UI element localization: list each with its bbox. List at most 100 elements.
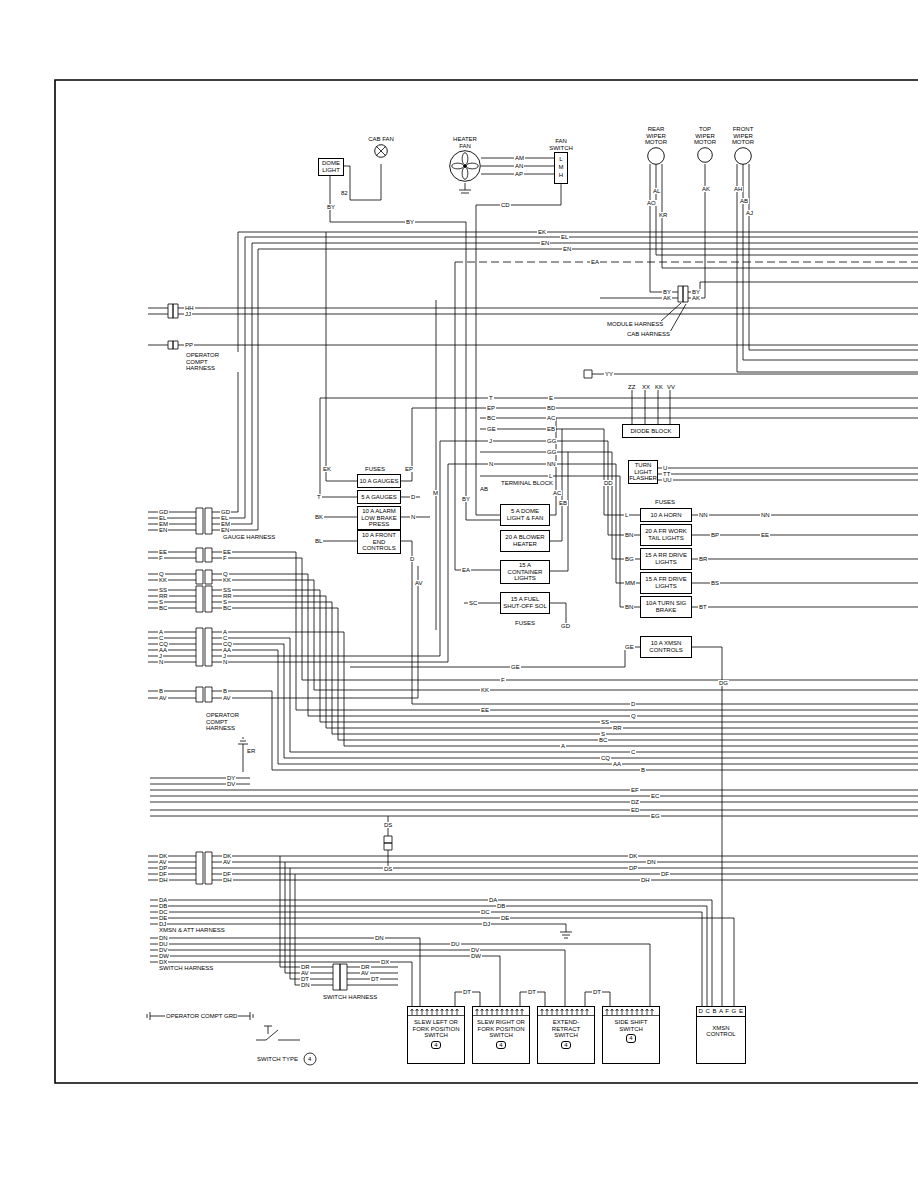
fan-blade <box>462 167 468 179</box>
wire-code: DP <box>628 865 638 871</box>
component-symbol: REAR WIPER MOTOR <box>640 126 672 165</box>
wire-code: AK <box>662 295 672 301</box>
wire-code: AO <box>646 200 657 206</box>
wire-code: EP <box>404 466 414 472</box>
switch-box: SLEW RIGHT OR FORK POSITION SWITCH4 <box>472 1006 530 1064</box>
wire-code: EN <box>220 527 230 533</box>
wire-code: AK <box>691 295 701 301</box>
wire-code: AV <box>414 580 424 586</box>
wire-code: DD <box>603 480 614 486</box>
wire <box>147 164 918 1040</box>
wire-code: SC <box>468 600 478 606</box>
wire-code: DN <box>374 935 385 941</box>
component-box: TURN LIGHT FLASHER <box>628 460 658 484</box>
wire-code: NN <box>760 512 771 518</box>
component-box: 20 A FR WORK TAIL LIGHTS <box>640 524 692 546</box>
wire-label: CD <box>500 202 511 208</box>
wire-code: EE <box>480 707 490 713</box>
circle-outline <box>375 144 388 157</box>
wire-code: DF <box>660 871 670 877</box>
wire-code: KR <box>658 212 668 218</box>
wire-label: DT <box>527 989 537 995</box>
pin-letters: L M H <box>559 156 564 179</box>
fuse-label: 10 A FRONT END CONTROLS <box>359 532 399 552</box>
wire-code: MODULE HARNESS <box>606 321 664 327</box>
wire-code: B <box>640 767 646 773</box>
wire-code: DJ <box>482 921 491 927</box>
wire-code: BN <box>624 532 634 538</box>
fuse-label: TURN LIGHT FLASHER <box>629 462 657 482</box>
wire-code: GG <box>546 449 557 455</box>
wire-code: FUSES <box>514 620 536 626</box>
wire-code: L <box>548 473 553 479</box>
wire-code: AK <box>701 186 711 192</box>
switch-label: EXTEND-RETRACT SWITCH <box>538 1019 594 1039</box>
component-box: 5 A DOME LIGHT & FAN <box>500 504 550 526</box>
wire-code: MM <box>624 580 636 586</box>
wire-code: DH <box>222 877 233 883</box>
wire-code: FUSES <box>654 499 676 505</box>
wire-code: BK <box>314 514 324 520</box>
switch-label: SLEW RIGHT OR FORK POSITION SWITCH <box>473 1019 529 1039</box>
wire-connector <box>692 647 722 1006</box>
wire-code: EL <box>560 234 569 240</box>
switch-label: SLEW LEFT OR FORK POSITION SWITCH <box>408 1019 464 1039</box>
component-box: 15 A FR DRIVE LIGHTS <box>640 572 692 594</box>
fan-hub <box>464 165 467 168</box>
pin-letters: D C B A F G E <box>697 1007 745 1017</box>
wire-code: F <box>222 555 228 561</box>
wire-code: AL <box>652 188 661 194</box>
wire-code: D <box>410 494 416 500</box>
wire-code: KK <box>480 687 490 693</box>
wire-code: EB <box>546 426 556 432</box>
component-label: FAN SWITCH <box>546 138 576 151</box>
fuse-label: 15 A RR DRIVE LIGHTS <box>642 552 690 565</box>
wire-label: DT <box>592 989 602 995</box>
fuse-label: 10 A GAUGES <box>359 478 398 485</box>
wire-code: XMSN & ATT HARNESS <box>158 927 226 933</box>
component-label: FRONT WIPER MOTOR <box>726 126 760 146</box>
wire-code: SWITCH HARNESS <box>158 965 214 971</box>
wire-code: EP <box>486 405 496 411</box>
wire-code: BC <box>222 605 232 611</box>
wire-code: AC <box>552 490 562 496</box>
wire-label: AM <box>514 155 525 161</box>
wire-code: UU <box>662 477 673 483</box>
wire-code: F <box>158 555 164 561</box>
wire-code: CAB HARNESS <box>626 331 671 337</box>
wire-code: 4 <box>307 1056 312 1062</box>
wire-code: EN <box>562 246 572 252</box>
pin-marks <box>538 1009 594 1016</box>
fuse-label: DIODE BLOCK <box>630 428 671 435</box>
circle-outline <box>698 147 713 162</box>
wire-code: DH <box>640 877 651 883</box>
component-symbol: CAB FAN <box>368 136 394 158</box>
component-label: TOP WIPER MOTOR <box>692 126 718 146</box>
wire-code: BT <box>698 604 708 610</box>
wire-code: DX <box>380 959 390 965</box>
wire-label: DT <box>462 989 472 995</box>
wire-code: DT <box>370 976 380 982</box>
wire-code: T <box>316 494 322 500</box>
wire-code: DB <box>496 903 506 909</box>
wire-code: GE <box>624 644 635 650</box>
component-box: FAN SWITCH L M H <box>546 138 576 184</box>
switch-type-callout <box>304 1053 316 1065</box>
wire-code: AV <box>222 859 232 865</box>
wire-code: EA <box>590 259 600 265</box>
wire-code: BY <box>326 204 336 210</box>
wire-code: ER <box>246 748 256 754</box>
wire-code: EG <box>650 813 661 819</box>
motor-symbol <box>697 147 713 163</box>
motor-symbol <box>374 144 388 158</box>
wire-code: AB <box>479 486 489 492</box>
component-box: 20 A BLOWER HEATER <box>500 530 550 552</box>
wire-code: XX <box>641 384 651 390</box>
fuse-label: 20 A FR WORK TAIL LIGHTS <box>642 528 690 541</box>
component-box: 15 A FUEL SHUT-OFF SOL <box>500 592 550 614</box>
pin-marks <box>408 1009 464 1016</box>
fuse-label: 5 A DOME LIGHT & FAN <box>502 508 548 521</box>
pin-marks <box>603 1009 659 1016</box>
pin-strip <box>473 1007 529 1016</box>
wire-code: DH <box>158 877 169 883</box>
